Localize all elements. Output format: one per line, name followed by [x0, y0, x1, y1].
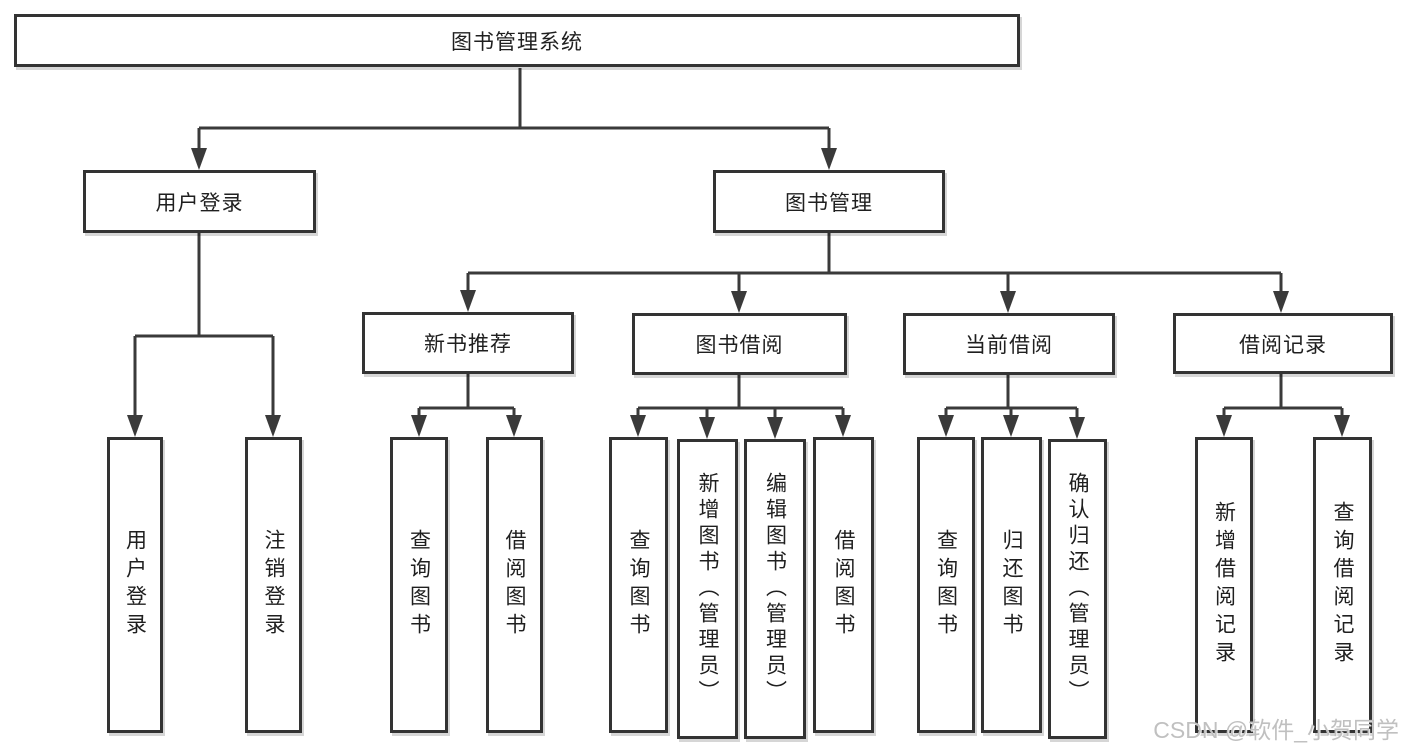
leaf-user-login-action: 用户登录: [107, 437, 163, 733]
node-new-book-recommend: 新书推荐: [362, 312, 574, 374]
arrowhead-icon: [1069, 417, 1085, 439]
arrowhead-icon: [506, 415, 522, 437]
leaf-query-borrow-record: 查询借阅记录: [1313, 437, 1372, 733]
arrowhead-icon: [938, 415, 954, 437]
leaf-return-books: 归还图书: [981, 437, 1042, 733]
arrowhead-icon: [460, 290, 476, 312]
leaf-logout-action: 注销登录: [245, 437, 302, 733]
arrowhead-icon: [821, 148, 837, 170]
node-user-login: 用户登录: [83, 170, 316, 233]
node-library-management-system: 图书管理系统: [14, 14, 1020, 67]
leaf-borrow-books-borrowing: 借阅图书: [813, 437, 874, 733]
leaf-add-borrow-record: 新增借阅记录: [1195, 437, 1253, 733]
leaf-label: 借阅图书: [503, 529, 526, 641]
arrowhead-icon: [191, 148, 207, 170]
arrowhead-icon: [835, 415, 851, 437]
leaf-label: 新增借阅记录: [1212, 501, 1236, 669]
node-borrowing-records: 借阅记录: [1173, 313, 1393, 374]
arrowhead-icon: [731, 291, 747, 313]
csdn-watermark: CSDN @软件_小贺同学: [1153, 717, 1399, 743]
leaf-label: 用户登录: [123, 529, 147, 641]
leaf-borrow-books-recommend: 借阅图书: [486, 437, 543, 733]
arrowhead-icon: [411, 415, 427, 437]
arrowhead-icon: [1003, 415, 1019, 437]
leaf-label: 新增图书（管理员）: [696, 472, 719, 706]
node-book-borrowing: 图书借阅: [632, 313, 847, 375]
leaf-label: 查询图书: [627, 529, 650, 641]
leaf-label: 查询图书: [407, 529, 431, 641]
node-book-management: 图书管理: [713, 170, 945, 233]
leaf-query-books-borrowing: 查询图书: [609, 437, 668, 733]
leaf-label: 归还图书: [1000, 529, 1023, 641]
leaf-label: 查询图书: [934, 529, 958, 641]
leaf-label: 注销登录: [262, 529, 285, 641]
arrowhead-icon: [1000, 291, 1016, 313]
leaf-query-books-current: 查询图书: [917, 437, 975, 733]
leaf-label: 查询借阅记录: [1331, 501, 1354, 669]
arrowhead-icon: [699, 417, 715, 439]
arrowhead-icon: [767, 417, 783, 439]
leaf-edit-books-admin: 编辑图书（管理员）: [744, 439, 806, 739]
leaf-label: 确认归还（管理员）: [1066, 472, 1089, 706]
leaf-query-books-recommend: 查询图书: [390, 437, 448, 733]
arrowhead-icon: [630, 415, 646, 437]
node-current-borrowing: 当前借阅: [903, 313, 1115, 375]
leaf-add-books-admin: 新增图书（管理员）: [677, 439, 738, 739]
leaf-label: 借阅图书: [832, 529, 855, 641]
arrowhead-icon: [127, 415, 143, 437]
arrowhead-icon: [1216, 415, 1232, 437]
arrowhead-icon: [1273, 291, 1289, 313]
arrowhead-icon: [265, 415, 281, 437]
leaf-label: 编辑图书（管理员）: [763, 472, 787, 706]
arrowhead-icon: [1334, 415, 1350, 437]
leaf-confirm-return-admin: 确认归还（管理员）: [1048, 439, 1107, 739]
